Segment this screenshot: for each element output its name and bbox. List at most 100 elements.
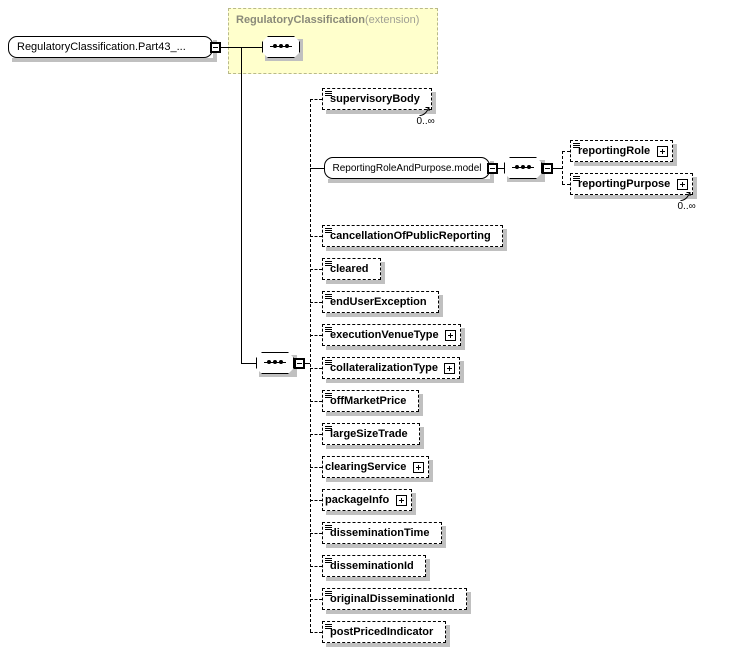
schema-element-clearingService[interactable]: clearingService [322, 456, 429, 478]
attribute-lines-icon [325, 327, 332, 334]
schema-element-disseminationTime[interactable]: disseminationTime [322, 522, 442, 544]
box-shadow [574, 162, 677, 166]
sequence-to-children-line [305, 363, 310, 364]
element-label: disseminationTime [330, 527, 430, 539]
box-shadow [446, 625, 450, 647]
schema-element-collateralizationType[interactable]: collateralizationType [322, 357, 460, 379]
box-shadow [326, 643, 450, 647]
box-shadow [429, 460, 433, 482]
attribute-lines-icon [325, 558, 332, 565]
schema-element-executionVenueType[interactable]: executionVenueType [322, 324, 461, 346]
schema-element-packageInfo[interactable]: packageInfo [322, 489, 412, 511]
attribute-lines-icon [573, 176, 580, 183]
box-shadow [326, 577, 430, 581]
element-label: executionVenueType [330, 329, 439, 341]
box-shadow [326, 280, 385, 284]
box-shadow [412, 493, 416, 515]
schema-element-cancellationOfPublicReporting[interactable]: cancellationOfPublicReporting [322, 225, 503, 247]
box-shadow [326, 346, 465, 350]
box-shadow [326, 379, 464, 383]
child-connector-line [310, 269, 322, 270]
box-shadow [326, 511, 416, 515]
element-label: packageInfo [325, 494, 390, 506]
child-connector-line [310, 467, 322, 468]
repeat-arc-icon [680, 192, 691, 201]
box-shadow [381, 262, 385, 284]
main-spine-to-sequence [241, 363, 256, 364]
box-shadow [467, 592, 471, 614]
element-label: offMarketPrice [330, 395, 407, 407]
element-label: endUserException [330, 296, 427, 308]
schema-element-cleared[interactable]: cleared [322, 258, 381, 280]
box-shadow [326, 478, 433, 482]
element-label: clearingService [325, 461, 407, 473]
box-shadow [419, 394, 423, 416]
box-shadow [461, 328, 465, 350]
element-label: postPricedIndicator [330, 626, 434, 638]
schema-element-postPricedIndicator[interactable]: postPricedIndicator [322, 621, 446, 643]
root-element-label: RegulatoryClassification.Part43_... [17, 41, 186, 53]
main-spine-vertical [241, 47, 242, 363]
box-shadow [328, 179, 494, 183]
attribute-lines-icon [573, 143, 580, 150]
box-shadow [432, 92, 436, 114]
expand-icon[interactable] [396, 495, 407, 506]
schema-element-offMarketPrice[interactable]: offMarketPrice [322, 390, 419, 412]
collapse-icon[interactable] [542, 163, 553, 174]
schema-element-supervisoryBody[interactable]: supervisoryBody [322, 88, 432, 110]
attribute-lines-icon [325, 624, 332, 631]
root-element-box[interactable]: RegulatoryClassification.Part43_... [8, 36, 213, 58]
schema-element-reportingRole[interactable]: reportingRole [570, 140, 673, 162]
box-shadow [439, 295, 443, 317]
child-connector-line [310, 566, 322, 567]
box-shadow [442, 526, 446, 548]
schema-element-largeSizeTrade[interactable]: largeSizeTrade [322, 423, 420, 445]
element-label: cancellationOfPublicReporting [330, 230, 491, 242]
extension-group-kind: (extension) [364, 14, 420, 26]
children-dashed-spine [310, 99, 311, 632]
collapse-icon[interactable] [294, 358, 305, 369]
schema-element-disseminationId[interactable]: disseminationId [322, 555, 426, 577]
child-connector-line [310, 533, 322, 534]
expand-icon[interactable] [657, 146, 668, 157]
collapse-icon[interactable] [487, 163, 498, 174]
model-sequence-icon[interactable] [504, 157, 542, 179]
model-to-sequence-line [498, 168, 504, 169]
schema-element-originalDisseminationId[interactable]: originalDisseminationId [322, 588, 467, 610]
expand-icon[interactable] [445, 330, 456, 341]
box-shadow [326, 610, 471, 614]
attribute-lines-icon [325, 228, 332, 235]
extension-group-label: RegulatoryClassification(extension) [236, 14, 419, 26]
element-label: originalDisseminationId [330, 593, 455, 605]
attribute-lines-icon [325, 360, 332, 367]
attribute-lines-icon [325, 591, 332, 598]
extension-sequence-icon[interactable] [262, 36, 300, 58]
box-shadow [12, 58, 217, 62]
sequence-to-subchildren-line [553, 168, 562, 169]
element-label: disseminationId [330, 560, 414, 572]
box-shadow [460, 361, 464, 383]
schema-element-reportingPurpose[interactable]: reportingPurpose [570, 173, 693, 195]
element-label: collateralizationType [330, 362, 438, 374]
child-connector-line [310, 335, 322, 336]
extension-group-name: RegulatoryClassification [236, 14, 365, 26]
child-connector-line [310, 632, 322, 633]
main-sequence-icon[interactable] [256, 352, 294, 374]
box-shadow [503, 229, 507, 251]
element-label: reportingPurpose [578, 178, 671, 190]
expand-icon[interactable] [413, 462, 424, 473]
child-connector-line [310, 599, 322, 600]
schema-element-endUserException[interactable]: endUserException [322, 291, 439, 313]
child-connector-line [310, 401, 322, 402]
element-label: reportingRole [578, 145, 651, 157]
collapse-icon[interactable] [210, 42, 221, 53]
child-connector-line [310, 99, 322, 100]
expand-icon[interactable] [444, 363, 455, 374]
model-group-box[interactable]: ReportingRoleAndPurpose.model [324, 157, 490, 179]
attribute-lines-icon [325, 426, 332, 433]
expand-icon[interactable] [677, 179, 688, 190]
model-connector-line [310, 168, 324, 169]
element-label: cleared [330, 263, 369, 275]
subchild-connector-line [562, 184, 570, 185]
box-shadow [326, 445, 424, 449]
